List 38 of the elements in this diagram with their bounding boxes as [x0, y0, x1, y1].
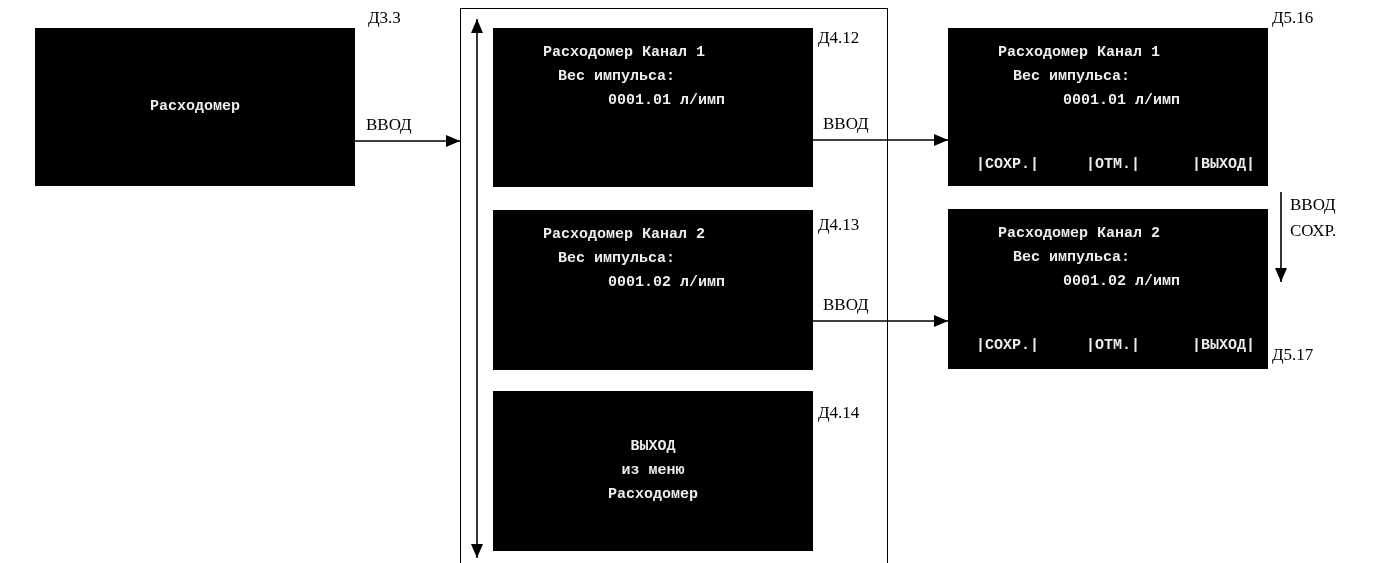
screen-code-label: Д4.14 [818, 403, 860, 423]
screen-text: Расходомер Канал 1 [543, 44, 706, 62]
menu-group-frame [460, 8, 888, 563]
screen-text: Вес импульса: [558, 250, 676, 268]
display-screen [493, 391, 813, 551]
screen-code-label: Д3.3 [368, 8, 401, 28]
screen-text: Вес импульса: [1013, 68, 1131, 86]
screen-text: 0001.01 л/имп [1063, 92, 1181, 110]
softkey-label: |СОХР.| [976, 337, 1039, 355]
screen-text: Расходомер Канал 2 [998, 225, 1161, 243]
screen-text: 0001.02 л/имп [1063, 273, 1181, 291]
softkey-label: |ВЫХОД| [1192, 156, 1255, 174]
screen-text: 0001.01 л/имп [608, 92, 726, 110]
display-screen [493, 210, 813, 370]
screen-text: Расходомер [608, 486, 698, 504]
softkey-label: |ВЫХОД| [1192, 337, 1255, 355]
screen-text: Расходомер Канал 1 [998, 44, 1161, 62]
screen-text: Расходомер Канал 2 [543, 226, 706, 244]
screen-code-label: Д4.12 [818, 28, 860, 48]
screen-text: Расходомер [150, 98, 240, 116]
arrow [354, 135, 461, 147]
screen-text: Вес импульса: [1013, 249, 1131, 267]
softkey-label: |СОХР.| [976, 156, 1039, 174]
screen-code-label: Д5.16 [1272, 8, 1314, 28]
display-screen [948, 28, 1268, 186]
display-screen [35, 28, 355, 186]
display-screen [493, 28, 813, 187]
arrow [471, 18, 483, 559]
softkey-label: |ОТМ.| [1086, 337, 1140, 355]
screen-code-label: Д4.13 [818, 215, 860, 235]
display-screen [948, 209, 1268, 369]
softkey-label: |ОТМ.| [1086, 156, 1140, 174]
screen-text: ВЫХОД [630, 438, 676, 456]
screen-code-label: Д5.17 [1272, 345, 1314, 365]
screen-text: Вес импульса: [558, 68, 676, 86]
screen-text: из меню [621, 462, 685, 480]
screen-text: 0001.02 л/имп [608, 274, 726, 292]
arrow [1275, 191, 1287, 283]
